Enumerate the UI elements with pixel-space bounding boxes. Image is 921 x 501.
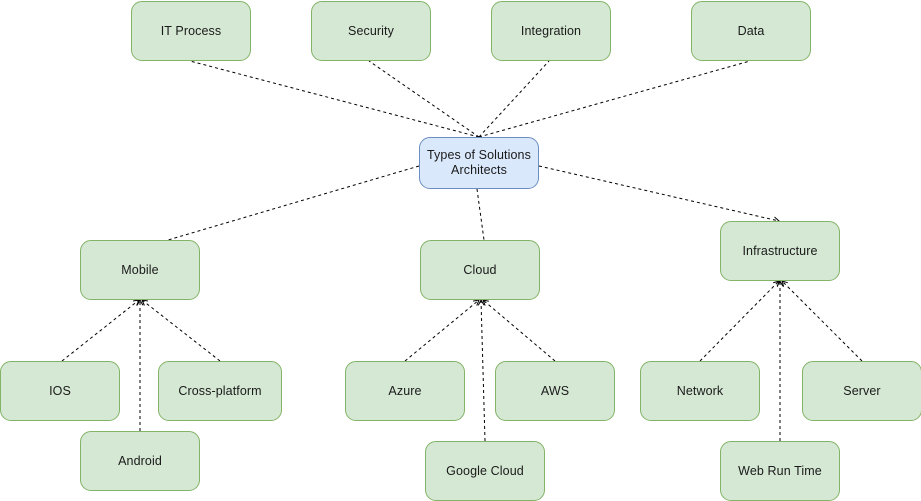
node-label-integration: Integration <box>520 23 582 38</box>
node-server[interactable]: Server <box>802 361 921 421</box>
edge-root-it-process <box>189 60 480 138</box>
node-ios[interactable]: IOS <box>0 361 120 421</box>
node-it-process[interactable]: IT Process <box>131 1 251 61</box>
node-label-mobile: Mobile <box>121 262 159 277</box>
node-label-infrastructure: Infrastructure <box>742 243 818 258</box>
node-label-ios: IOS <box>49 383 71 398</box>
node-root[interactable]: Types of Solutions Architects <box>419 137 539 189</box>
node-label-azure: Azure <box>388 383 422 398</box>
edge-root-mobile <box>167 165 420 241</box>
node-label-data: Data <box>737 23 765 38</box>
edge-cross-platform-mobile <box>141 299 221 362</box>
edge-network-infrastructure-arrowhead <box>773 280 780 287</box>
node-label-security: Security <box>348 23 394 38</box>
edge-web-run-time-infrastructure-arrowhead <box>776 279 784 287</box>
edge-root-cloud <box>476 188 485 241</box>
node-azure[interactable]: Azure <box>345 361 465 421</box>
edge-google-cloud-cloud-arrowhead <box>477 298 485 306</box>
node-integration[interactable]: Integration <box>491 1 611 61</box>
node-infrastructure[interactable]: Infrastructure <box>720 221 840 281</box>
edge-aws-cloud-arrowhead <box>482 299 489 306</box>
edge-root-integration <box>478 60 550 138</box>
edge-root-infrastructure <box>538 165 780 222</box>
node-label-web-run-time: Web Run Time <box>738 463 822 478</box>
node-label-root: Types of Solutions Architects <box>427 148 531 177</box>
edge-google-cloud-cloud <box>480 299 486 442</box>
edge-ios-mobile-arrowhead <box>133 299 140 306</box>
node-label-server: Server <box>843 383 881 398</box>
node-mobile[interactable]: Mobile <box>80 240 200 300</box>
node-google-cloud[interactable]: Google Cloud <box>425 441 545 501</box>
edge-azure-cloud-arrowhead <box>473 299 480 306</box>
node-cross-platform[interactable]: Cross-platform <box>158 361 282 421</box>
node-label-network: Network <box>676 383 724 398</box>
edge-network-infrastructure <box>699 280 780 362</box>
edge-server-infrastructure <box>781 280 863 362</box>
node-label-aws: AWS <box>540 383 570 398</box>
node-network[interactable]: Network <box>640 361 760 421</box>
node-security[interactable]: Security <box>311 1 431 61</box>
node-android[interactable]: Android <box>80 431 200 491</box>
node-label-it-process: IT Process <box>160 23 222 38</box>
edge-cross-platform-mobile-arrowhead <box>141 299 149 306</box>
node-cloud[interactable]: Cloud <box>420 240 540 300</box>
node-data[interactable]: Data <box>691 1 811 61</box>
edge-root-security <box>368 60 480 138</box>
edge-android-mobile-arrowhead <box>136 298 144 306</box>
node-label-cloud: Cloud <box>463 262 497 277</box>
edge-root-data <box>478 60 751 138</box>
node-label-cross-platform: Cross-platform <box>178 383 262 398</box>
node-label-android: Android <box>118 453 162 468</box>
node-label-google-cloud: Google Cloud <box>446 463 524 478</box>
node-aws[interactable]: AWS <box>495 361 615 421</box>
edge-server-infrastructure-arrowhead <box>781 280 788 287</box>
edge-ios-mobile <box>61 299 140 362</box>
node-web-run-time[interactable]: Web Run Time <box>720 441 840 501</box>
edge-aws-cloud <box>482 299 556 362</box>
edge-azure-cloud <box>404 299 480 362</box>
